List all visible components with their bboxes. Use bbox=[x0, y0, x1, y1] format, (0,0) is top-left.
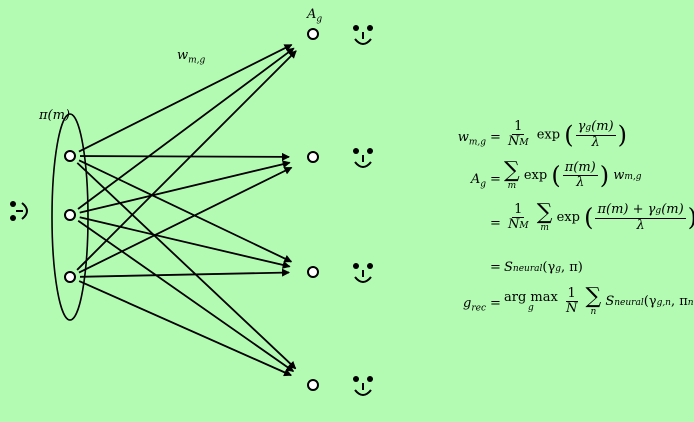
edge-group bbox=[76, 43, 297, 377]
receiver-node-1 bbox=[307, 151, 319, 163]
sender-nodes bbox=[64, 150, 76, 283]
eq2-lhs: Ag bbox=[470, 172, 486, 190]
smiley-icon bbox=[353, 25, 373, 45]
w-label: wm,g bbox=[177, 48, 206, 66]
pi-label: π(m) bbox=[39, 108, 71, 123]
smiley-icon bbox=[353, 263, 373, 283]
edge-1-3 bbox=[77, 219, 295, 372]
eq5-lhs: grec bbox=[463, 296, 486, 314]
edge-0-0 bbox=[78, 43, 293, 153]
eq1-lhs: wm,g bbox=[457, 130, 486, 148]
receiver-node-2 bbox=[307, 266, 319, 278]
smiley-icon bbox=[353, 376, 373, 396]
A-label: Ag bbox=[307, 7, 323, 25]
edge-1-0 bbox=[77, 47, 295, 210]
receiver-faces bbox=[353, 25, 373, 396]
edge-0-2 bbox=[78, 159, 293, 263]
receiver-node-3 bbox=[307, 379, 319, 391]
edge-2-0 bbox=[76, 50, 297, 271]
sender-node-2 bbox=[64, 271, 76, 283]
edge-2-3 bbox=[78, 280, 292, 377]
receiver-nodes bbox=[307, 28, 319, 391]
edge-2-2 bbox=[79, 268, 291, 278]
edge-2-1 bbox=[78, 166, 293, 274]
edge-1-2 bbox=[79, 216, 291, 269]
edge-1-1 bbox=[79, 160, 291, 214]
rotated-smiley-icon bbox=[10, 201, 28, 221]
edge-0-3 bbox=[76, 162, 297, 370]
sender-node-1 bbox=[64, 209, 76, 221]
smiley-icon bbox=[353, 148, 373, 168]
sender-ellipse bbox=[51, 113, 89, 321]
receiver-node-0 bbox=[307, 28, 319, 40]
sender-node-0 bbox=[64, 150, 76, 162]
edge-0-1 bbox=[79, 152, 291, 161]
